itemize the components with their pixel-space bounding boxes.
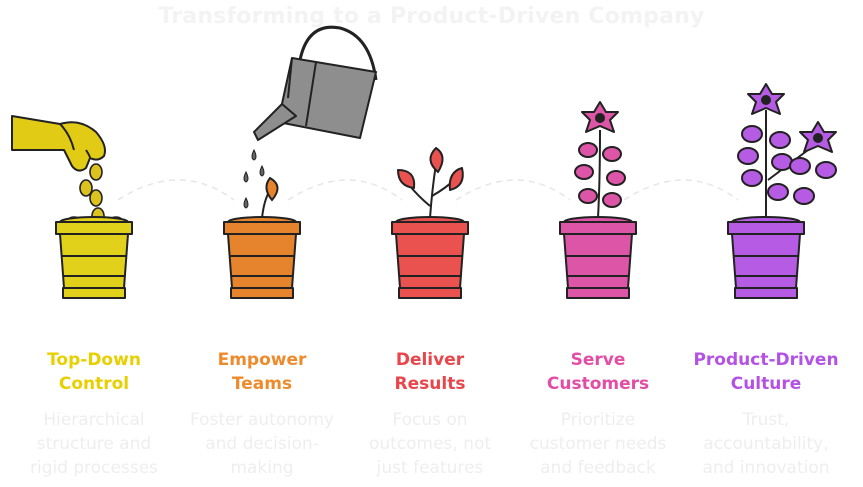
connector-arc <box>455 179 571 201</box>
page-title: Transforming to a Product-Driven Company <box>158 4 705 29</box>
flower-pot <box>391 216 469 299</box>
stage-description-line: Foster autonomy <box>189 410 334 430</box>
connector-arcs <box>117 179 739 201</box>
flower-pot <box>727 216 805 299</box>
stage-title-line: Teams <box>231 374 293 394</box>
small-plant-icon <box>397 147 464 219</box>
flowering-plant-icon <box>574 101 626 219</box>
stage-description: Hierarchical structure and rigid processes <box>9 408 179 480</box>
stage-title-line: Culture <box>730 374 802 394</box>
water-drop <box>243 196 249 209</box>
stage-description-line: accountability, <box>703 434 829 454</box>
stage-description-line: making <box>230 458 294 478</box>
stage-description-line: customer needs <box>529 434 667 454</box>
stage-title-line: Results <box>394 374 466 394</box>
watering-can-icon <box>253 25 378 141</box>
flower-pot <box>55 216 133 299</box>
stage-description: Foster autonomy and decision-making <box>177 408 347 480</box>
water-drop <box>259 164 265 177</box>
flower-icon <box>747 83 785 115</box>
stage-title-line: Serve <box>570 350 626 370</box>
connector-arc <box>623 179 739 201</box>
stage-description-line: just features <box>376 458 484 478</box>
stage-description-line: Trust, <box>742 410 790 430</box>
stage-description-line: Focus on <box>392 410 468 430</box>
stage-title-line: Product-Driven <box>693 350 839 370</box>
flower-pot <box>559 216 637 299</box>
stage-description: Prioritize customer needs and feedback <box>513 408 683 480</box>
stage-title-line: Control <box>58 374 130 394</box>
stage-description-line: Hierarchical <box>43 410 145 430</box>
stage-title-line: Deliver <box>395 350 465 370</box>
water-drop <box>243 170 249 183</box>
flower-icon <box>581 101 619 133</box>
stage-description-line: Prioritize <box>560 410 636 430</box>
stage-description-line: and decision- <box>205 434 319 454</box>
seed <box>89 189 103 207</box>
stage-title-line: Empower <box>217 350 307 370</box>
stage-description-line: structure and <box>36 434 152 454</box>
hand-icon <box>11 115 106 172</box>
stage-description-line: outcomes, not <box>368 434 492 454</box>
seed <box>89 163 103 181</box>
seed <box>79 179 93 197</box>
connector-arc <box>287 179 403 201</box>
stage-title-line: Customers <box>546 374 650 394</box>
blooming-plant-icon <box>737 83 837 218</box>
stage-description-line: and innovation <box>702 458 830 478</box>
water-drops <box>243 148 265 209</box>
flower-icon <box>799 121 837 153</box>
stage-title-line: Top-Down <box>47 350 141 370</box>
flower-pot <box>223 216 301 299</box>
stage-description: Focus on outcomes, not just features <box>345 408 515 480</box>
stage-description-line: rigid processes <box>29 458 159 478</box>
sprout-icon <box>261 176 279 219</box>
stage-description: Trust, accountability, and innovation <box>681 408 851 480</box>
water-drop <box>251 148 257 161</box>
stage-description-line: and feedback <box>540 458 656 478</box>
connector-arc <box>117 179 235 201</box>
